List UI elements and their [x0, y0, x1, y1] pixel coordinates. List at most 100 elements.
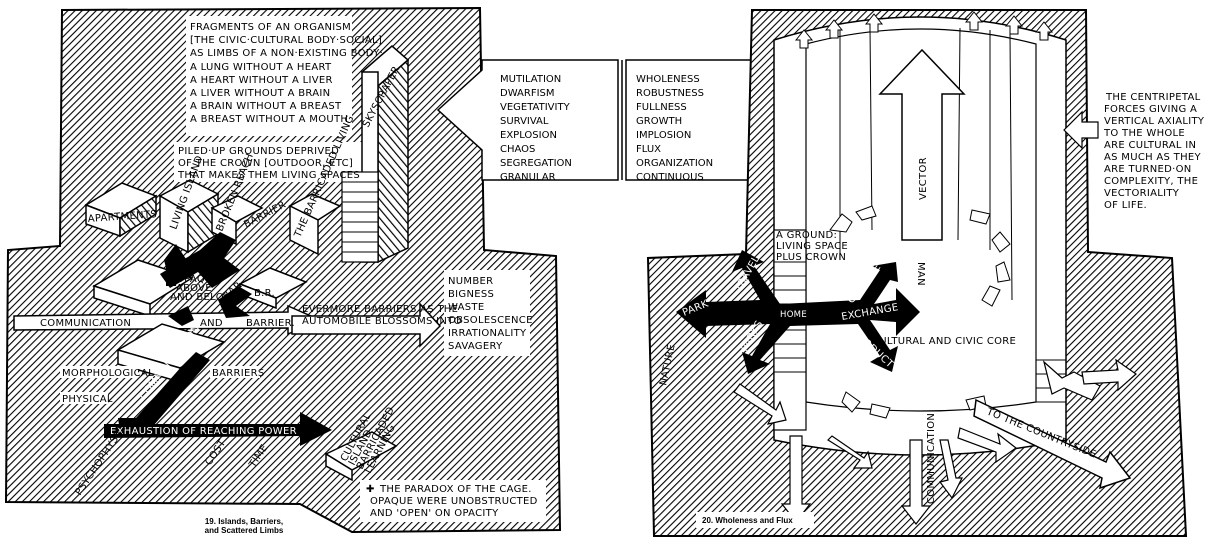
- negative-word: SURVIVAL: [500, 116, 549, 127]
- paradox-line: AND 'OPEN' ON OPACITY: [370, 508, 499, 519]
- centripetal-line: ARE TURNED·ON: [1104, 164, 1192, 175]
- centripetal-line: FORCES GIVING A: [1104, 104, 1197, 115]
- exhaustion-label: EXHAUSTION OF REACHING POWER: [110, 426, 297, 437]
- fragment-line: [THE CIVIC·CULTURAL BODY·SOCIAL]: [190, 35, 382, 46]
- vector-label: VECTOR: [918, 157, 929, 200]
- left-caption-line: 19. Islands, Barriers,: [205, 517, 283, 526]
- cultural-island-block: [324, 431, 398, 482]
- left-caption-line: and Scattered Limbs: [205, 526, 284, 535]
- fragments-box: [186, 16, 352, 136]
- top-outflow-arrows: [794, 11, 1054, 49]
- centripetal-box: [1096, 92, 1196, 218]
- paradox-text: THE PARADOX OF THE CAGE. OPAQUE WERE UNO…: [370, 484, 537, 519]
- man-label: MAN: [915, 262, 926, 286]
- swirl-arrows: [829, 205, 1011, 419]
- opaque-line: OPAQUE: [176, 274, 219, 285]
- piled-line: THAT MAKES THEM LIVING SPACES: [177, 170, 360, 181]
- centripetal-line: COMPLEXITY, THE: [1104, 176, 1198, 187]
- evermore-line: AUTOMOBILE BLOSSOMS INTO: [302, 316, 462, 327]
- morphological-label-bg: [60, 366, 138, 378]
- ground-text: A GROUND: LIVING SPACE PLUS CROWN: [776, 230, 848, 263]
- positive-word: ROBUSTNESS: [636, 88, 704, 99]
- fragment-line: A BRAIN WITHOUT A BREAST: [190, 101, 342, 112]
- apartments-label: APARTMENTS: [87, 209, 157, 225]
- fragment-line: A HEART WITHOUT A LIVER: [190, 75, 333, 86]
- consequences-text: NUMBER BIGNESS WASTE OBSOLESCENCE IRRATI…: [448, 276, 533, 352]
- negative-word: VEGETATIVITY: [500, 102, 571, 113]
- consequence-item: WASTE: [448, 302, 484, 313]
- piled-text: PILED·UP GROUNDS DEPRIVED OF THE CROWN […: [177, 146, 360, 181]
- evermore-arrow: [291, 302, 442, 348]
- evermore-line: EVERMORE BARRIERS AS THE: [302, 304, 458, 315]
- bottom-outflow-arrows: [733, 358, 1137, 525]
- piled-line: OF THE CROWN [OUTDOOR, ETC]: [178, 158, 353, 169]
- fragments-text: FRAGMENTS OF AN ORGANISM [THE CIVIC·CULT…: [190, 22, 383, 125]
- middle-comparison: MUTILATION DWARFISM VEGETATIVITY SURVIVA…: [436, 59, 802, 183]
- living-island-block: [158, 179, 220, 254]
- civic-core-cross: [676, 250, 920, 374]
- communication-label: COMMUNICATION: [926, 413, 937, 504]
- civic-core-label: CULTURAL AND CIVIC CORE: [872, 336, 1016, 347]
- positive-word: IMPLOSION: [636, 130, 691, 141]
- ground-line: LIVING SPACE: [776, 241, 848, 252]
- br-label: B.R.: [254, 288, 275, 299]
- centripetal-line: ARE CULTURAL IN: [1104, 140, 1196, 151]
- centripetal-line: AS MUCH AS THEY: [1104, 152, 1202, 163]
- positive-word: FLUX: [636, 144, 661, 155]
- negative-word: MUTILATION: [500, 74, 561, 85]
- centripetal-line: TO THE WHOLE: [1103, 128, 1185, 139]
- apartments-block: [84, 182, 158, 238]
- barricaded-living-block: [288, 193, 342, 256]
- fragment-line: A LIVER WITHOUT A BRAIN: [190, 88, 330, 99]
- left-caption: 19. Islands, Barriers, and Scattered Lim…: [205, 517, 284, 535]
- negative-qualities: MUTILATION DWARFISM VEGETATIVITY SURVIVA…: [500, 74, 572, 183]
- opaque-text: OPAQUE ABOVE AND BELOW: [170, 274, 234, 303]
- centripetal-line: VECTORIALITY: [1104, 188, 1180, 199]
- left-caption-box: [196, 514, 292, 536]
- consequence-item: BIGNESS: [448, 289, 494, 300]
- physical-label-bg: [60, 392, 108, 404]
- barriers-label-bg: [210, 366, 260, 378]
- centripetal-line: THE CENTRIPETAL: [1105, 92, 1201, 103]
- consequence-item: NUMBER: [448, 276, 493, 287]
- opaque-line: ABOVE: [176, 283, 212, 294]
- consequence-item: IRRATIONALITY: [448, 328, 527, 339]
- skyscraper-building: [341, 45, 410, 264]
- vector-arrow: [878, 48, 966, 241]
- countryside-arrow: [973, 398, 1132, 490]
- centripetal-line: VERTICAL AXIALITY: [1104, 116, 1205, 127]
- paradox-box: [360, 480, 546, 522]
- right-panel: VECTOR THE CENTRIPETAL FORCES GIV: [646, 9, 1205, 537]
- left-panel: FRAGMENTS OF AN ORGANISM [THE CIVIC·CULT…: [4, 6, 562, 536]
- cross-marker: ✚: [366, 484, 374, 495]
- positive-word: ORGANIZATION: [636, 158, 713, 169]
- black-barrier-arrows: [104, 232, 332, 446]
- piled-box: [174, 142, 370, 182]
- right-caption: 20. Wholeness and Flux: [702, 516, 793, 525]
- fragment-line: A BREAST WITHOUT A MOUTH: [190, 114, 348, 125]
- negative-word: DWARFISM: [500, 88, 555, 99]
- home-label: HOME: [780, 310, 807, 320]
- comm-word: COMMUNICATION: [40, 318, 131, 329]
- paradox-line: THE PARADOX OF THE CAGE.: [379, 484, 532, 495]
- centripetal-arrow: [1063, 110, 1099, 150]
- opaque-line: AND BELOW: [170, 292, 234, 303]
- barrier-word: BARRIER.: [246, 318, 295, 329]
- barriers-label: BARRIERS: [212, 368, 265, 379]
- positive-word: WHOLENESS: [636, 74, 700, 85]
- evermore-text: EVERMORE BARRIERS AS THE AUTOMOBILE BLOS…: [302, 304, 462, 327]
- negative-word: EXPLOSION: [500, 130, 557, 141]
- fragment-line: AS LIMBS OF A NON·EXISTING BODY·: [190, 48, 383, 59]
- centripetal-text: THE CENTRIPETAL FORCES GIVING A VERTICAL…: [1103, 92, 1205, 211]
- piled-line: PILED·UP GROUNDS DEPRIVED: [178, 146, 339, 157]
- negative-word: SEGREGATION: [500, 158, 572, 169]
- negative-word: CHAOS: [500, 144, 535, 155]
- consequence-item: OBSOLESCENCE: [448, 315, 533, 326]
- positive-qualities: WHOLENESS ROBUSTNESS FULLNESS GROWTH IMP…: [636, 74, 713, 183]
- ground-line: PLUS CROWN: [776, 252, 846, 263]
- morphological-label: MORPHOLOGICAL: [62, 368, 154, 379]
- and-word: AND: [200, 318, 223, 329]
- fragment-line: FRAGMENTS OF AN ORGANISM: [190, 22, 351, 33]
- consequences-box: [444, 270, 530, 356]
